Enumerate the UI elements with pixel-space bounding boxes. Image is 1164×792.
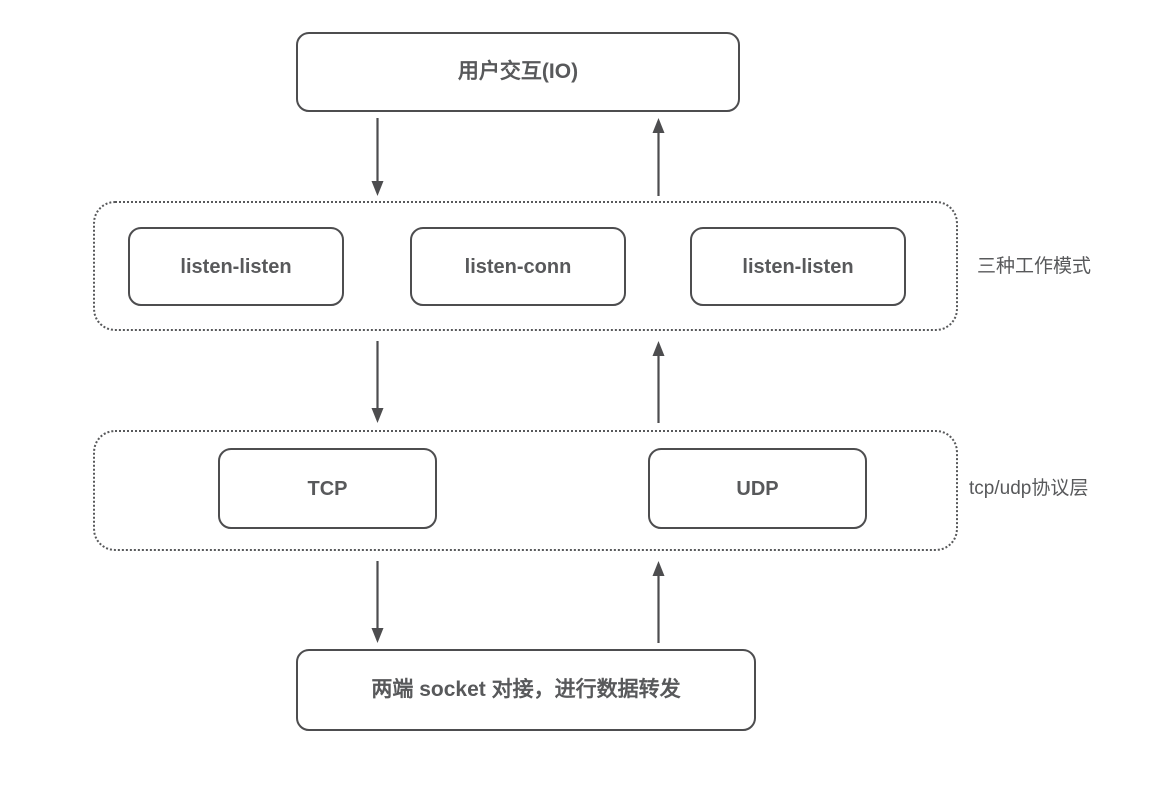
node-udp[interactable]: UDP [648,448,867,529]
node-listen-listen-1[interactable]: listen-listen [128,227,344,306]
node-user-io[interactable]: 用户交互(IO) [296,32,740,112]
arrow-modes-to-protocol [371,341,384,423]
arrow-modes-to-user-io [652,118,665,196]
group-label-tcp-udp-protocol: tcp/udp协议层 [969,478,1089,499]
arrow-protocol-to-socket [371,561,384,643]
node-socket-forward[interactable]: 两端 socket 对接，进行数据转发 [296,649,756,731]
group-working-modes [93,201,958,331]
arrow-socket-to-protocol [652,561,665,643]
node-listen-conn[interactable]: listen-conn [410,227,626,306]
node-tcp[interactable]: TCP [218,448,437,529]
group-label-working-modes: 三种工作模式 [977,256,1092,277]
group-tcp-udp-protocol [93,430,958,551]
arrow-protocol-to-modes [652,341,665,423]
node-listen-listen-2[interactable]: listen-listen [690,227,906,306]
arrow-user-io-to-modes [371,118,384,196]
